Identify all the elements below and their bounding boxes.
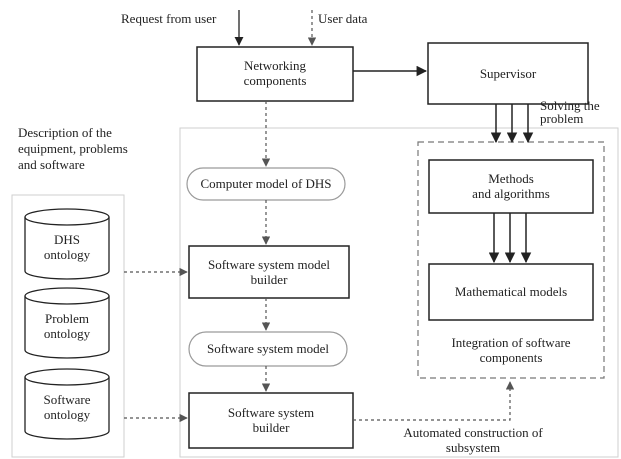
ss-builder-box <box>188 392 354 449</box>
supervisor-label: Supervisor <box>479 66 537 81</box>
computer-model-label: Computer model of DHS <box>200 176 332 191</box>
ssb-to-integration-arrow <box>353 381 515 421</box>
dhs-ontology-label: DHS ontology <box>43 232 91 262</box>
problem-ontology-cylinder <box>24 287 110 359</box>
networking-box <box>196 46 354 102</box>
dhs-ontology-cylinder <box>24 208 110 280</box>
ss-model-label: Software system model <box>206 341 330 356</box>
request-from-user-label: Request from user <box>121 11 217 26</box>
solving-label: Solving the problem <box>540 98 600 126</box>
ss-model-node <box>188 331 348 367</box>
ss-builder-label: Software system builder <box>227 405 315 435</box>
integration-label: Integration of software components <box>451 335 571 365</box>
ontology-panel <box>11 194 125 458</box>
problem-ontology-label: Problem ontology <box>43 311 91 341</box>
automated-label: Automated construction of subsystem <box>403 425 543 455</box>
description-label: Description of the equipment, problems a… <box>18 125 128 172</box>
supervisor-box <box>427 42 589 105</box>
system-panel <box>179 127 619 458</box>
methods-label: Methods and algorithms <box>472 171 550 201</box>
user-data-label: User data <box>318 11 368 26</box>
methods-box <box>428 159 594 214</box>
math-models-box <box>428 263 594 321</box>
networking-label: Networking components <box>243 58 307 88</box>
software-ontology-cylinder <box>24 368 110 440</box>
math-models-label: Mathematical models <box>454 284 568 299</box>
ssm-builder-label: Software system model builder <box>207 257 331 287</box>
software-ontology-label: Software ontology <box>43 392 91 422</box>
ssm-builder-box <box>188 245 350 299</box>
